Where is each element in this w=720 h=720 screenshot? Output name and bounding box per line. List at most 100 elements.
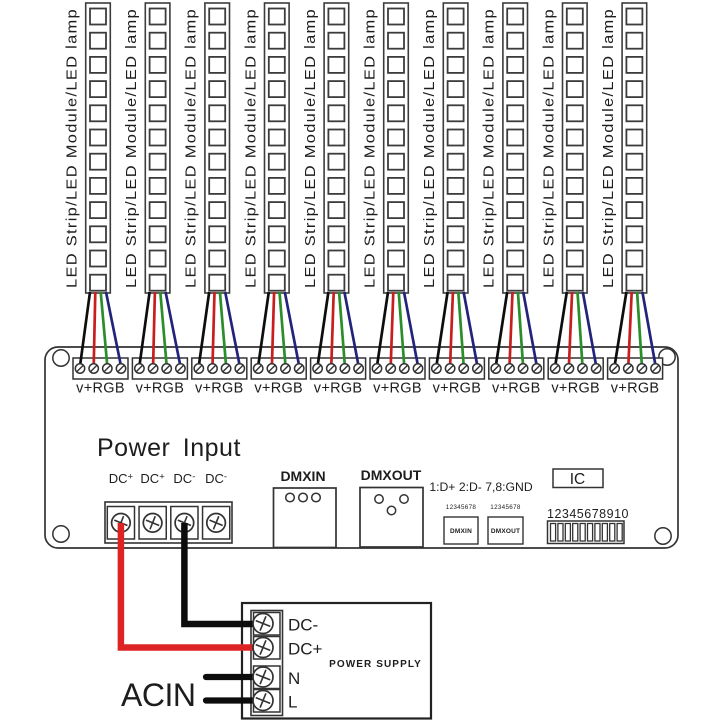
- led-chip: [327, 31, 346, 50]
- led-chip: [446, 80, 465, 98]
- screw-slot: [414, 364, 422, 373]
- led-chip: [565, 104, 584, 123]
- led-chip: [208, 176, 227, 195]
- led-chip: [625, 7, 644, 26]
- power-supply-terminal-label: DC+: [288, 640, 323, 659]
- led-chip: [506, 80, 525, 98]
- screw-slot: [268, 364, 276, 373]
- led-strip: LED Strip/LED Module/LED lamp: [123, 2, 171, 294]
- led-chip: [327, 225, 346, 244]
- dmxout-pin: [386, 505, 397, 516]
- screw-slot: [592, 364, 600, 373]
- led-chip: [387, 176, 405, 195]
- power-supply-name: POWER SUPPLY: [329, 659, 422, 670]
- wire-red: [389, 291, 395, 367]
- wire-blue: [223, 291, 242, 367]
- led-chip: [327, 56, 346, 74]
- screw-slot-line: [259, 615, 267, 632]
- led-chip: [387, 80, 405, 98]
- led-strip-label: LED Strip/LED Module/LED lamp: [302, 8, 319, 288]
- output-terminal-block: [309, 357, 367, 380]
- led-chip: [387, 249, 405, 268]
- screw-slot: [565, 364, 573, 373]
- led-chip: [506, 56, 525, 74]
- wire-green: [218, 291, 228, 367]
- led-strip-body: [621, 2, 648, 294]
- rj45-dmxin-pin-numbers: 12345678: [446, 504, 477, 511]
- dip-switch-slots: [549, 522, 623, 542]
- power-wire-negative: [181, 523, 262, 628]
- rj45-dmxout-label: DMXOUT: [491, 528, 520, 535]
- wire-red: [329, 291, 336, 367]
- screw-slot: [117, 364, 125, 373]
- led-strip: LED Strip/LED Module/LED lamp: [183, 2, 231, 294]
- screw-slot: [551, 364, 559, 373]
- led-strip: LED Strip/LED Module/LED lamp: [421, 2, 469, 294]
- output-terminal-screws: [74, 363, 662, 374]
- dip-slot: [609, 522, 616, 542]
- led-chip: [208, 80, 227, 98]
- led-strip-label: LED Strip/LED Module/LED lamp: [481, 8, 498, 288]
- led-strip-body: [561, 2, 588, 294]
- led-chip: [625, 31, 644, 50]
- led-chip: [89, 31, 107, 50]
- led-chip: [625, 104, 644, 123]
- led-chip: [446, 152, 465, 171]
- dmxout-label: DMXOUT: [361, 467, 422, 483]
- led-chip: [208, 249, 227, 268]
- led-chip: [148, 31, 167, 50]
- led-strip-label: LED Strip/LED Module/LED lamp: [64, 8, 81, 288]
- screw-slot: [341, 364, 349, 373]
- screw-slot: [327, 364, 335, 373]
- led-chip: [565, 273, 584, 292]
- dip-slot: [594, 522, 601, 542]
- rj45-dmxin-jack: [443, 516, 479, 545]
- wire-green: [576, 291, 584, 367]
- led-chip: [148, 80, 167, 98]
- led-chip: [327, 273, 346, 292]
- led-strip-label: LED Strip/LED Module/LED lamp: [421, 8, 438, 288]
- screw-slot: [163, 364, 171, 373]
- led-chip: [89, 80, 107, 98]
- led-chip: [208, 128, 227, 147]
- dip-slot: [549, 522, 557, 542]
- led-chip: [565, 249, 584, 268]
- led-strips: LED Strip/LED Module/LED lamp LED Strip/L…: [64, 2, 648, 294]
- led-chip: [267, 249, 286, 268]
- led-chip: [565, 7, 584, 26]
- led-chip: [625, 176, 644, 195]
- led-strip-label: LED Strip/LED Module/LED lamp: [242, 8, 259, 288]
- led-chip: [267, 104, 286, 123]
- led-chip: [506, 225, 525, 244]
- led-strip: LED Strip/LED Module/LED lamp: [242, 2, 290, 294]
- output-terminal-block: [72, 357, 129, 380]
- led-chip: [327, 176, 346, 195]
- led-strip: LED Strip/LED Module/LED lamp: [64, 2, 112, 294]
- wire-v-plus: [78, 291, 92, 367]
- led-chip: [506, 128, 525, 147]
- output-terminal-label: v+RGB: [551, 381, 600, 397]
- led-chip: [148, 56, 167, 74]
- screw-slot: [149, 364, 157, 373]
- led-chip: [148, 7, 167, 26]
- mounting-hole: [654, 527, 672, 545]
- output-terminal-block: [488, 357, 545, 380]
- led-chip: [625, 273, 644, 292]
- ic-chip: [552, 468, 604, 489]
- led-chip: [267, 80, 286, 98]
- wire-red: [270, 291, 276, 367]
- screw-slot: [651, 364, 660, 373]
- led-chip: [446, 273, 465, 292]
- led-strip-label: LED Strip/LED Module/LED lamp: [362, 8, 379, 288]
- led-chip: [327, 128, 346, 147]
- dmxout-pin: [399, 494, 409, 504]
- led-chip: [89, 225, 107, 244]
- wire-v-plus: [375, 291, 390, 367]
- screw-slot: [432, 364, 441, 373]
- led-chip: [89, 128, 107, 147]
- led-chip: [267, 128, 286, 147]
- led-chip: [446, 56, 465, 74]
- led-strip-label: LED Strip/LED Module/LED lamp: [183, 8, 200, 288]
